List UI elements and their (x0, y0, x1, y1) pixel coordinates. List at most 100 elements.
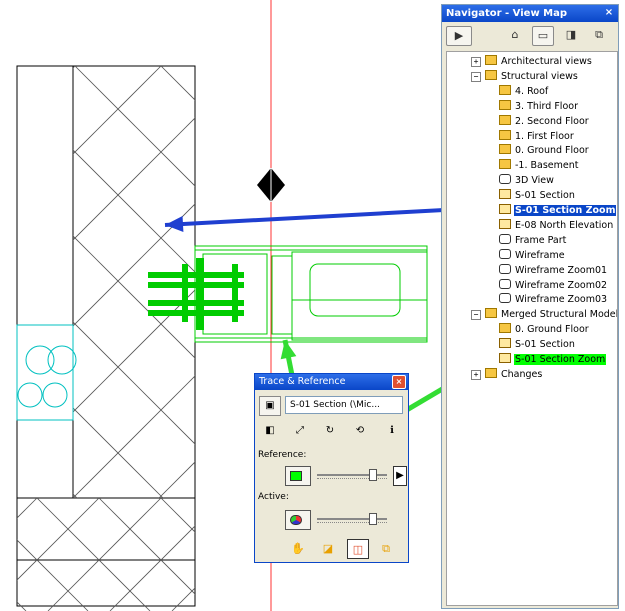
tree-item[interactable]: Merged Structural Model (485, 307, 617, 322)
tree-item-label: 3D View (515, 175, 554, 187)
active-color-button[interactable] (285, 510, 311, 530)
tree-item[interactable]: S-01 Section (499, 188, 576, 203)
tree-item-label: 1. First Floor (515, 130, 574, 142)
tree-item[interactable]: Wireframe Zoom03 (499, 292, 608, 307)
folder-icon (499, 99, 511, 110)
folder-icon (485, 308, 497, 319)
navigator-panel: Navigator - View Map × ▶ ⌂ ▭ ◨ ⧉ Archite… (441, 4, 619, 609)
tree-item[interactable]: 0. Ground Floor (499, 322, 590, 337)
steel-connection (194, 245, 428, 343)
swap-icon[interactable]: ⧉ (382, 542, 390, 555)
trace-toggle-icon[interactable]: ▣ (259, 396, 281, 416)
tree-item[interactable]: Frame Part (499, 233, 567, 248)
view-map-menu-button[interactable]: ▶ (446, 26, 472, 46)
project-map-icon[interactable]: ⌂ (511, 28, 519, 41)
expand-icon[interactable]: + (471, 369, 481, 380)
layout-book-icon[interactable]: ◨ (565, 28, 577, 41)
tree-item-label: Architectural views (501, 56, 592, 67)
tree-item-label: S-01 Section Zoom (514, 354, 607, 365)
tree-item[interactable]: Wireframe (499, 248, 566, 263)
folder-icon (485, 55, 497, 65)
camera-icon (499, 233, 511, 244)
tree-item-label: Wireframe Zoom01 (515, 264, 608, 276)
tree-item-label: Wireframe Zoom03 (515, 294, 608, 306)
active-intensity-slider[interactable] (317, 512, 387, 526)
info-icon[interactable]: ℹ (390, 425, 394, 436)
trace-source-select[interactable]: S-01 Section (\Mic... (285, 396, 403, 414)
reference-color-button[interactable] (285, 466, 311, 486)
section-view-icon (499, 218, 511, 229)
navigator-toolbar: ▶ ⌂ ▭ ◨ ⧉ (442, 22, 618, 50)
folder-icon (499, 144, 511, 155)
tree-item-label: S-01 Section (515, 339, 575, 351)
tree-item-label: S-01 Section Zoom (514, 205, 617, 216)
tree-item[interactable]: Changes (485, 367, 543, 382)
reference-label: Reference: (258, 450, 307, 460)
tree-item[interactable]: E-08 North Elevation (499, 218, 614, 233)
compare-icon[interactable]: ◫ (347, 539, 369, 559)
trace-title-bar[interactable]: Trace & Reference × (255, 374, 408, 390)
tree-item-label: 2. Second Floor (515, 115, 589, 127)
tree-item-label: S-01 Section (515, 190, 575, 202)
tree-item[interactable]: S-01 Section Zoom (499, 203, 617, 218)
tree-item[interactable]: 1. First Floor (499, 129, 575, 144)
reference-intensity-slider[interactable] (317, 468, 387, 482)
tree-item-label: Wireframe (515, 249, 565, 261)
camera-icon (499, 293, 511, 304)
reference-color-swatch (290, 471, 302, 481)
navigator-close-icon[interactable]: × (604, 7, 614, 18)
tree-item[interactable]: S-01 Section (499, 337, 576, 352)
tree-item-label: 4. Roof (515, 85, 549, 97)
tree-item[interactable]: 4. Roof (499, 84, 549, 99)
folder-icon (499, 129, 511, 140)
diagonal-hatch (17, 66, 195, 611)
camera-icon (499, 248, 511, 259)
trace-bottom-toolbar: ✋ ◪ ◫ ⧉ (259, 539, 404, 559)
navigator-title: Navigator - View Map (446, 8, 568, 19)
folder-icon (499, 323, 511, 334)
tree-item[interactable]: -1. Basement (499, 158, 580, 173)
tree-item[interactable]: 3D View (499, 173, 555, 188)
tree-item-label: Frame Part (515, 234, 567, 246)
expand-icon[interactable]: + (471, 57, 481, 67)
active-label: Active: (258, 492, 289, 502)
tree-item-label: Structural views (501, 70, 578, 82)
tree-item[interactable]: Architectural views (485, 54, 593, 69)
collapse-icon[interactable]: − (471, 310, 481, 321)
navigator-title-bar[interactable]: Navigator - View Map × (442, 5, 618, 22)
trace-close-icon[interactable]: × (392, 375, 406, 389)
tree-item-label: E-08 North Elevation (515, 219, 614, 231)
move-reference-icon[interactable]: ⤢ (296, 425, 304, 436)
slider-knob[interactable] (369, 513, 378, 525)
section-view-icon (499, 338, 511, 349)
tree-item[interactable]: Wireframe Zoom01 (499, 263, 608, 278)
tree-item[interactable]: 3. Third Floor (499, 99, 579, 114)
show-reference-icon[interactable]: ◧ (265, 425, 275, 436)
section-view-icon (499, 353, 511, 363)
slider-knob[interactable] (369, 469, 378, 481)
tree-item[interactable]: Wireframe Zoom02 (499, 278, 608, 293)
publisher-sets-icon[interactable]: ⧉ (595, 28, 603, 41)
tree-item[interactable]: 2. Second Floor (499, 114, 590, 129)
tree-item[interactable]: Structural views (485, 69, 579, 84)
insulation-block (16, 324, 77, 421)
section-marker-icon (257, 168, 285, 202)
overlay-icon[interactable]: ◪ (322, 542, 334, 555)
hand-pan-icon[interactable]: ✋ (291, 542, 305, 555)
hatched-wall (16, 65, 196, 607)
folder-icon (499, 84, 511, 95)
camera-icon (499, 174, 511, 185)
tree-item[interactable]: 0. Ground Floor (499, 143, 590, 158)
folder-icon (485, 367, 497, 378)
collapse-icon[interactable]: − (471, 71, 481, 82)
reset-reference-icon[interactable]: ⟲ (355, 425, 365, 436)
tree-item-label: 3. Third Floor (515, 100, 578, 112)
camera-icon (499, 278, 511, 289)
rotate-reference-icon[interactable]: ↻ (325, 425, 335, 436)
view-map-icon[interactable]: ▭ (532, 26, 554, 46)
folder-icon (499, 114, 511, 125)
tree-item-label: Wireframe Zoom02 (515, 279, 608, 291)
expand-arrow-icon[interactable]: ▶ (393, 466, 407, 486)
tree-item[interactable]: S-01 Section Zoom (499, 352, 607, 367)
camera-icon (499, 263, 511, 274)
